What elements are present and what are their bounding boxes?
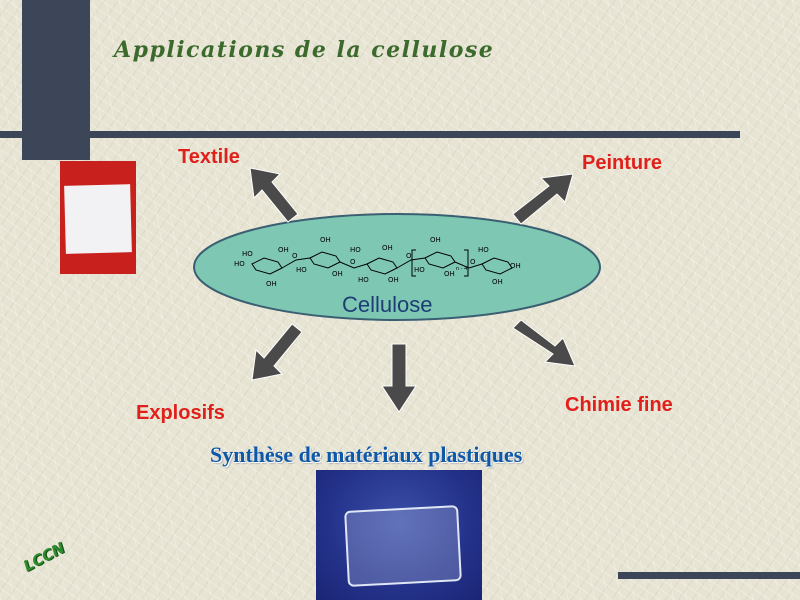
label-synthese: Synthèse de matériaux plastiques	[210, 442, 523, 467]
label-o-4: O	[470, 258, 476, 266]
arrow-to-synthese	[381, 343, 417, 413]
arrow-to-chimie-fine	[512, 319, 576, 367]
accent-horizontal-bar	[0, 131, 740, 138]
cellulose-ellipse: HO HO OH OH O OH HO OH O HO OH HO OH O O…	[193, 213, 601, 321]
arrow-to-peinture	[512, 173, 574, 225]
label-o-1: O	[292, 252, 298, 260]
label-explosifs: Explosifs	[136, 402, 225, 424]
label-oh-7: OH	[430, 236, 441, 244]
label-peinture: Peinture	[582, 152, 663, 174]
label-oh-3: OH	[320, 236, 331, 244]
accent-bottom-bar	[618, 572, 800, 579]
label-oh-8: OH	[444, 270, 455, 278]
label-ho-4: HO	[350, 246, 361, 254]
ring-5	[481, 257, 513, 275]
plastic-film	[344, 505, 462, 587]
linkages	[281, 257, 483, 269]
label-oh-2: OH	[266, 280, 277, 288]
label-oh-9: OH	[510, 262, 521, 270]
label-ho-5: HO	[358, 276, 369, 284]
label-ho-1: HO	[242, 250, 253, 258]
arrow-to-explosifs	[251, 323, 303, 381]
label-chimie-fine: Chimie fine	[565, 394, 673, 416]
label-textile: Textile	[178, 146, 240, 168]
label-o-3: O	[406, 252, 412, 260]
cellulose-label: Cellulose	[342, 292, 433, 317]
label-ho-6: HO	[414, 266, 425, 274]
label-ho-3: HO	[296, 266, 307, 274]
label-oh-10: OH	[492, 278, 503, 286]
label-oh-6: OH	[388, 276, 399, 284]
plastic-film-photo	[316, 470, 482, 600]
bracket	[411, 249, 469, 277]
label-ho-2: HO	[234, 260, 245, 268]
structure-labels: HO HO OH OH O OH HO OH O HO OH HO OH O O…	[234, 236, 521, 288]
label-oh-4: OH	[332, 270, 343, 278]
label-n: n - 4	[456, 266, 467, 272]
label-oh-1: OH	[278, 246, 289, 254]
cellulose-structure	[251, 249, 513, 277]
label-ho-7: HO	[478, 246, 489, 254]
textile-fabric-swatch	[64, 184, 132, 254]
arrow-to-textile	[249, 167, 299, 223]
label-o-2: O	[350, 258, 356, 266]
slide-title: Applications de la cellulose	[114, 37, 495, 63]
label-oh-5: OH	[382, 244, 393, 252]
ellipse-shape	[193, 213, 601, 321]
